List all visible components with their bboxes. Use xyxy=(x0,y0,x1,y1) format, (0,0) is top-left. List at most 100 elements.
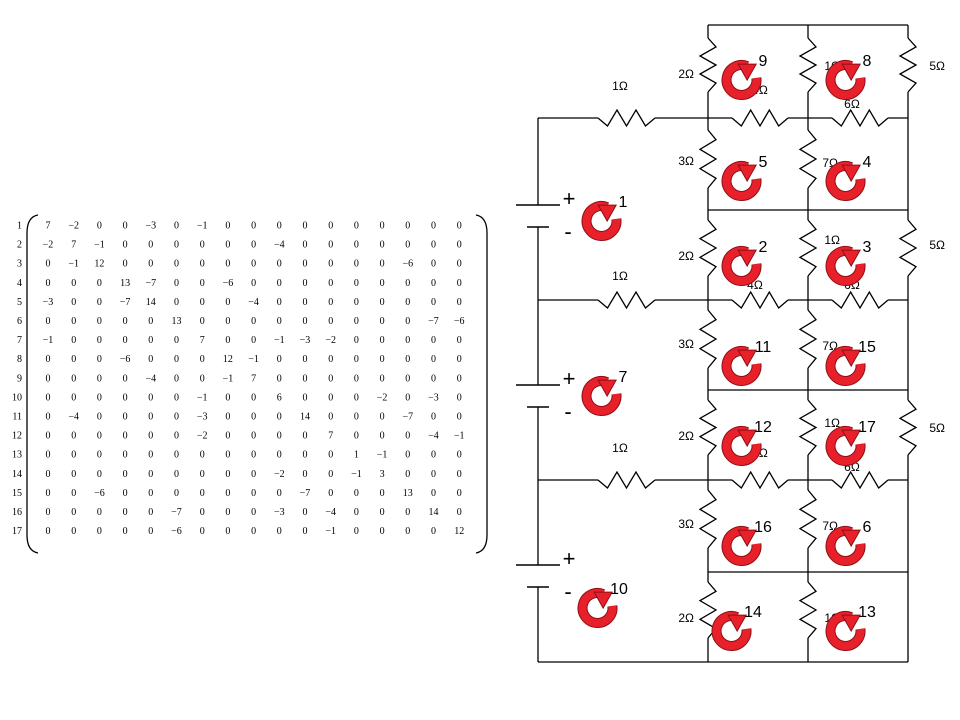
matrix-cell: 0 xyxy=(251,412,256,423)
matrix-row-label: 7 xyxy=(17,335,22,346)
matrix-left-bracket xyxy=(26,214,39,554)
matrix-cell: 0 xyxy=(71,507,76,518)
matrix-cell: −7 xyxy=(120,297,131,308)
matrix-cell: 0 xyxy=(251,335,256,346)
matrix-cell: 0 xyxy=(277,221,282,232)
matrix-cell: 0 xyxy=(97,431,102,442)
resistor-label: 5Ω xyxy=(929,421,945,435)
matrix-cell: 0 xyxy=(277,316,282,327)
matrix-cell: 0 xyxy=(457,259,462,270)
matrix-cell: 0 xyxy=(97,526,102,537)
loop-arrowhead-icon xyxy=(737,63,758,82)
matrix-cell: 0 xyxy=(277,450,282,461)
resistor-r-m4 xyxy=(798,309,818,369)
matrix-cell: 0 xyxy=(303,507,308,518)
matrix-cell: −6 xyxy=(454,316,465,327)
matrix-cell: 0 xyxy=(405,221,410,232)
matrix-cell: 0 xyxy=(405,373,410,384)
resistor-label: 1Ω xyxy=(612,441,628,455)
mesh-loop-6: 6 xyxy=(825,519,872,566)
matrix-cell: 0 xyxy=(431,450,436,461)
matrix-cell: 0 xyxy=(174,450,179,461)
resistor-r-v1 xyxy=(698,37,718,93)
matrix-cell: 0 xyxy=(457,507,462,518)
matrix-cell: 0 xyxy=(46,526,51,537)
battery-plus-sign: + xyxy=(563,186,576,211)
resistor-label: 2Ω xyxy=(678,249,694,263)
matrix-cell: 13 xyxy=(172,316,182,327)
matrix-cell: −7 xyxy=(428,316,439,327)
matrix-cell: 1 xyxy=(354,450,359,461)
matrix-cell: 0 xyxy=(200,373,205,384)
resistor-label: 7Ω xyxy=(822,339,838,353)
matrix-cell: 0 xyxy=(277,373,282,384)
matrix-cell: 0 xyxy=(380,221,385,232)
matrix-cell: 0 xyxy=(71,373,76,384)
matrix-cell: 0 xyxy=(71,335,76,346)
matrix-cell: 0 xyxy=(354,431,359,442)
matrix-cell: 0 xyxy=(225,392,230,403)
matrix-cell: 0 xyxy=(380,259,385,270)
matrix-cell: 0 xyxy=(251,469,256,480)
battery-minus-sign: - xyxy=(564,579,571,604)
battery-minus-sign: - xyxy=(564,399,571,424)
resistor-r-h9 xyxy=(831,470,889,490)
matrix-cell: 0 xyxy=(303,469,308,480)
loop-arrowhead-icon xyxy=(737,529,758,548)
matrix-cell: 7 xyxy=(71,240,76,251)
matrix-cell: 0 xyxy=(431,412,436,423)
matrix-cell: 0 xyxy=(46,373,51,384)
matrix-cell: −1 xyxy=(43,335,54,346)
matrix-cell: 0 xyxy=(225,221,230,232)
mesh-loop-12: 12 xyxy=(721,419,772,466)
matrix-cell: 0 xyxy=(46,392,51,403)
matrix-row-label: 3 xyxy=(17,259,22,270)
matrix-cell: 0 xyxy=(457,373,462,384)
matrix-cell: 0 xyxy=(174,392,179,403)
matrix-row-label: 13 xyxy=(12,450,22,461)
matrix-cell: 0 xyxy=(123,469,128,480)
matrix-cell: 0 xyxy=(405,507,410,518)
matrix-cell: 0 xyxy=(200,507,205,518)
matrix-cell: 0 xyxy=(251,450,256,461)
matrix-cell: 0 xyxy=(225,335,230,346)
matrix-cell: 0 xyxy=(123,373,128,384)
matrix-cell: 0 xyxy=(405,278,410,289)
matrix-cell: 0 xyxy=(405,354,410,365)
matrix-cell: −1 xyxy=(454,431,465,442)
matrix-row-label: 15 xyxy=(12,488,22,499)
resistor-r-m5 xyxy=(798,399,818,456)
resistor-r-h4 xyxy=(731,108,789,128)
matrix-cell: 0 xyxy=(148,526,153,537)
resistor-r-v2 xyxy=(698,129,718,189)
matrix-cell: −3 xyxy=(428,392,439,403)
mesh-loop-1: 1 xyxy=(581,194,628,241)
matrix-cell: 0 xyxy=(303,431,308,442)
resistor-label: 3Ω xyxy=(678,154,694,168)
matrix-row-label: 9 xyxy=(17,373,22,384)
matrix-cell: 0 xyxy=(225,316,230,327)
matrix-cell: 0 xyxy=(225,412,230,423)
matrix-cell: 0 xyxy=(457,335,462,346)
resistor-label: 2Ω xyxy=(678,67,694,81)
matrix-cell: −4 xyxy=(325,507,336,518)
matrix-cell: 0 xyxy=(328,373,333,384)
matrix-cell: 0 xyxy=(303,354,308,365)
matrix-cell: 0 xyxy=(303,259,308,270)
matrix-cell: 0 xyxy=(200,259,205,270)
matrix-cell: 0 xyxy=(354,526,359,537)
loop-arrow-icon xyxy=(722,247,761,285)
matrix-cell: 0 xyxy=(174,259,179,270)
matrix-cell: 0 xyxy=(251,278,256,289)
matrix-cell: −7 xyxy=(171,507,182,518)
matrix-cell: 0 xyxy=(97,469,102,480)
matrix-cell: 0 xyxy=(380,240,385,251)
matrix-cell: 0 xyxy=(354,221,359,232)
resistor-label: 1Ω xyxy=(612,269,628,283)
matrix-cell: 0 xyxy=(277,412,282,423)
mesh-loop-11: 11 xyxy=(721,339,771,386)
loop-number: 9 xyxy=(759,53,768,70)
battery-minus-sign: - xyxy=(564,219,571,244)
